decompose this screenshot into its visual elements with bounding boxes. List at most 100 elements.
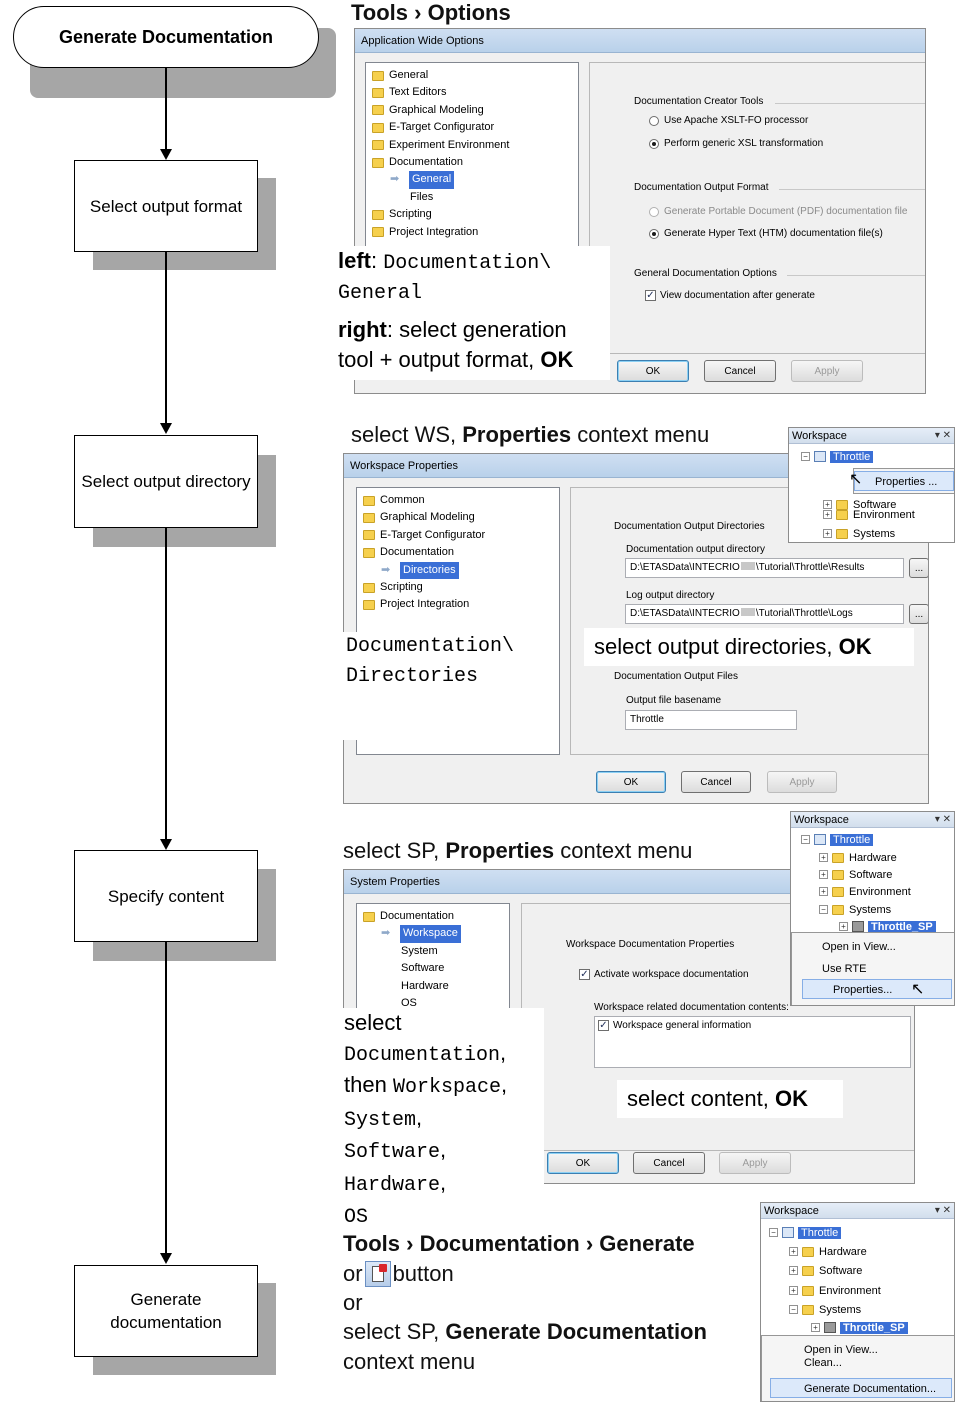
doc-dir-input[interactable]: D:\ETASData\INTECRIO\Tutorial\Throttle\R…: [625, 558, 904, 578]
checkbox-activate-workspace-doc[interactable]: ✓Activate workspace documentation: [579, 969, 749, 980]
tree-item-documentation[interactable]: Documentation: [366, 154, 578, 171]
tree-item-directories[interactable]: ➡Directories: [357, 561, 559, 579]
ws-item-systems[interactable]: −Systems: [789, 1301, 861, 1318]
ctx-use-rte[interactable]: Use RTE: [822, 963, 867, 975]
tree-item-workspace[interactable]: ➡Workspace: [357, 925, 509, 943]
close-icon[interactable]: ▾ ✕: [934, 1205, 951, 1216]
ctx-open-in-view[interactable]: Open in View...: [822, 941, 896, 953]
ws-item-environment[interactable]: +Environment: [789, 1282, 881, 1299]
group-output-files: Documentation Output Files: [614, 671, 738, 682]
ctx-clean[interactable]: Clean...: [804, 1357, 842, 1369]
close-icon[interactable]: ▾ ✕: [934, 814, 951, 825]
doc-dir-label: Documentation output directory: [626, 544, 765, 555]
note-ok: OK: [540, 347, 574, 372]
step2-note-left: Documentation\ Directories: [342, 632, 558, 740]
tree-item-project-integration[interactable]: Project Integration: [357, 596, 559, 613]
ctx-properties[interactable]: Properties...: [802, 979, 952, 999]
cancel-button[interactable]: Cancel: [681, 771, 751, 793]
cancel-button[interactable]: Cancel: [704, 360, 776, 382]
apply-button[interactable]: Apply: [791, 360, 863, 382]
workspace-icon: [782, 1227, 794, 1238]
contents-list[interactable]: ✓Workspace general information: [594, 1016, 911, 1068]
application-wide-options-dialog: Application Wide Options General Text Ed…: [354, 28, 926, 394]
ws-item-hardware[interactable]: +Hardware: [789, 1243, 867, 1260]
generate-documentation-button-icon[interactable]: [364, 1261, 391, 1287]
radio-apache-xslt-fo[interactable]: Use Apache XSLT-FO processor: [649, 115, 808, 126]
ws-item-software[interactable]: +Software: [819, 866, 892, 883]
ws-item-environment[interactable]: +Environment: [823, 506, 915, 523]
close-icon[interactable]: ▾ ✕: [934, 430, 951, 441]
tree-item-general[interactable]: General: [366, 67, 578, 84]
tree-item-software[interactable]: Software: [357, 960, 509, 977]
tree-item-system[interactable]: System: [357, 943, 509, 960]
checkbox-general-information[interactable]: ✓Workspace general information: [598, 1020, 751, 1031]
ok-button[interactable]: OK: [547, 1152, 619, 1174]
radio-generic-xsl[interactable]: Perform generic XSL transformation: [649, 138, 823, 149]
tree-item-files[interactable]: Files: [366, 189, 578, 206]
ws-item-environment[interactable]: +Environment: [819, 883, 911, 900]
ws-item-software[interactable]: +Software: [789, 1262, 862, 1279]
ws-item-throttle-sp[interactable]: +Throttle_SP: [839, 918, 936, 935]
browse-doc-dir-button[interactable]: ...: [909, 558, 928, 578]
radio-label: Generate Portable Document (PDF) documen…: [664, 206, 908, 217]
caption-b: Properties: [462, 422, 572, 447]
radio-htm[interactable]: Generate Hyper Text (HTM) documentation …: [649, 228, 883, 239]
ctx-generate-documentation[interactable]: Generate Documentation...: [770, 1378, 952, 1398]
tree-item-graphical-modeling[interactable]: Graphical Modeling: [357, 509, 559, 526]
browse-log-dir-button[interactable]: ...: [909, 604, 928, 624]
connector-0: [165, 68, 167, 150]
tree-item-hardware[interactable]: Hardware: [357, 978, 509, 995]
tree-item-experiment-environment[interactable]: Experiment Environment: [366, 137, 578, 154]
tree-item-documentation-general[interactable]: ➡General: [366, 171, 578, 189]
collapse-icon: −: [801, 835, 810, 844]
note-right-text: select content,: [627, 1086, 775, 1111]
tree-item-scripting[interactable]: Scripting: [366, 206, 578, 223]
tree-label-selected: General: [409, 171, 455, 189]
ws-root-label: Throttle: [798, 1226, 842, 1239]
checkbox-view-after-generate[interactable]: ✓View documentation after generate: [645, 290, 815, 301]
tree-item-scripting[interactable]: Scripting: [357, 579, 559, 596]
tree-item-text-editors[interactable]: Text Editors: [366, 84, 578, 101]
tree-item-e-target-configurator[interactable]: E-Target Configurator: [366, 119, 578, 136]
options-tree[interactable]: General Text Editors Graphical Modeling …: [365, 62, 579, 274]
basename-input[interactable]: Throttle: [625, 710, 797, 730]
cancel-button[interactable]: Cancel: [633, 1152, 705, 1174]
tree-item-common[interactable]: Common: [357, 492, 559, 509]
ctx-open-in-view[interactable]: Open in View...: [804, 1344, 878, 1356]
ws-root-throttle[interactable]: −Throttle: [801, 831, 874, 848]
note-comma: ,: [500, 1039, 507, 1065]
ws-item-systems[interactable]: +Systems: [823, 525, 895, 542]
note-right-text2: tool + output format,: [338, 347, 541, 372]
ws-item-hardware[interactable]: +Hardware: [819, 849, 897, 866]
arrow-right-icon: ➡: [381, 563, 391, 576]
note-right-line2: tool + output format, OK: [338, 345, 606, 375]
step2-caption: select WS, Properties context menu: [351, 420, 709, 450]
apply-button[interactable]: Apply: [719, 1152, 791, 1174]
ws-item-systems[interactable]: −Systems: [819, 901, 891, 918]
expand-icon: +: [823, 510, 832, 519]
folder-icon: [802, 1285, 814, 1296]
ctx-properties[interactable]: Properties ...: [854, 471, 954, 491]
tree-item-documentation[interactable]: Documentation: [357, 908, 509, 925]
ok-button[interactable]: OK: [617, 360, 689, 382]
ws-root-throttle[interactable]: −Throttle: [801, 448, 874, 465]
ws-item-software[interactable]: +Software: [823, 496, 896, 513]
tree-item-project-integration[interactable]: Project Integration: [366, 224, 578, 241]
folder-icon: [836, 499, 848, 510]
tree-label: Software: [401, 962, 445, 975]
ws-root-throttle[interactable]: −Throttle: [769, 1224, 842, 1241]
tree-item-e-target-configurator[interactable]: E-Target Configurator: [357, 527, 559, 544]
note-ok: OK: [774, 1086, 808, 1111]
tree-item-os[interactable]: OS: [357, 995, 509, 1012]
contents-label: Workspace related documentation contents…: [594, 1002, 789, 1013]
tree-item-graphical-modeling[interactable]: Graphical Modeling: [366, 102, 578, 119]
apply-button[interactable]: Apply: [767, 771, 837, 793]
log-dir-label: Log output directory: [626, 590, 715, 601]
ws-item-throttle-sp[interactable]: +Throttle_SP: [811, 1319, 908, 1336]
radio-pdf[interactable]: Generate Portable Document (PDF) documen…: [649, 206, 907, 217]
note-ok: OK: [838, 634, 872, 659]
tree-item-documentation[interactable]: Documentation: [357, 544, 559, 561]
log-dir-input[interactable]: D:\ETASData\INTECRIO\Tutorial\Throttle\L…: [625, 604, 904, 624]
ok-button[interactable]: OK: [596, 771, 666, 793]
step4-line1: Tools › Documentation › Generate: [343, 1229, 695, 1259]
